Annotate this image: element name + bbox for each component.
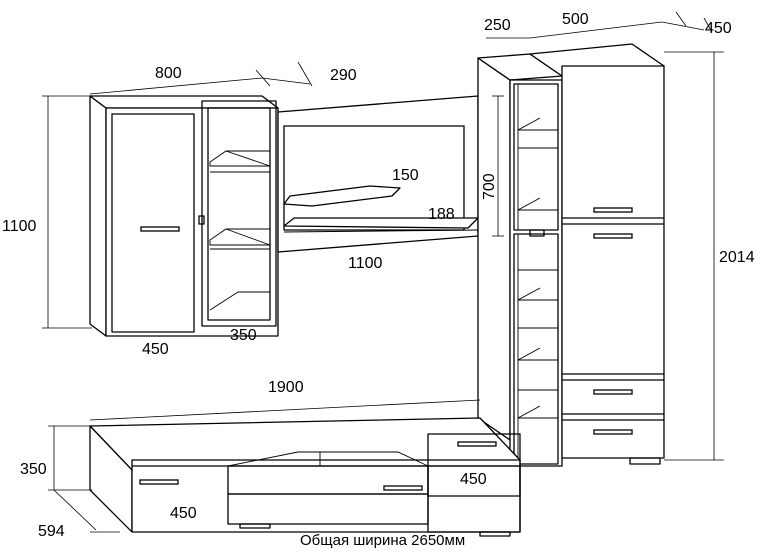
tall-case (477, 53, 563, 467)
dim-350-tv: 350 (20, 461, 47, 478)
drawer-handle-1 (593, 389, 633, 395)
drawer-handle-2 (593, 429, 633, 435)
dim-450-tv-left: 450 (170, 505, 197, 522)
dim-350-wall: 350 (230, 327, 257, 344)
tv-shelf-panel (277, 95, 479, 253)
wardrobe-lower-handle (593, 233, 633, 239)
wardrobe-upper-handle (593, 207, 633, 213)
dim-188: 188 (428, 206, 455, 223)
dim-450-tv-right: 450 (460, 471, 487, 488)
dimension-labels: 800 290 250 500 450 1100 150 188 1100 70… (2, 11, 755, 549)
dim-150: 150 (392, 167, 419, 184)
dim-500: 500 (562, 11, 589, 28)
dim-250: 250 (484, 17, 511, 34)
dim-594: 594 (38, 523, 65, 540)
dimension-lines-right (486, 11, 724, 461)
wardrobe (529, 43, 665, 465)
dim-1100-shelf: 1100 (348, 255, 383, 272)
dimension-lines-left (42, 61, 313, 329)
wall-cabinet (89, 95, 279, 337)
tv-stand (89, 417, 521, 537)
tv-stand-left-handle (139, 479, 179, 485)
tv-stand-right-handle (457, 441, 497, 447)
tv-stand-drawer-handle (383, 485, 423, 491)
dim-450-wall: 450 (142, 341, 169, 358)
dim-1900: 1900 (268, 379, 304, 396)
dim-700: 700 (481, 173, 498, 200)
dim-800: 800 (155, 65, 182, 82)
dim-2014: 2014 (719, 249, 755, 266)
dim-290: 290 (330, 67, 357, 84)
dim-450-top: 450 (705, 20, 732, 37)
total-width-caption: Общая ширина 2650мм (300, 532, 465, 549)
dimension-lines-tv-stand (48, 399, 481, 533)
dim-1100-left: 1100 (2, 218, 37, 235)
cabinet-door-handle (140, 226, 180, 232)
